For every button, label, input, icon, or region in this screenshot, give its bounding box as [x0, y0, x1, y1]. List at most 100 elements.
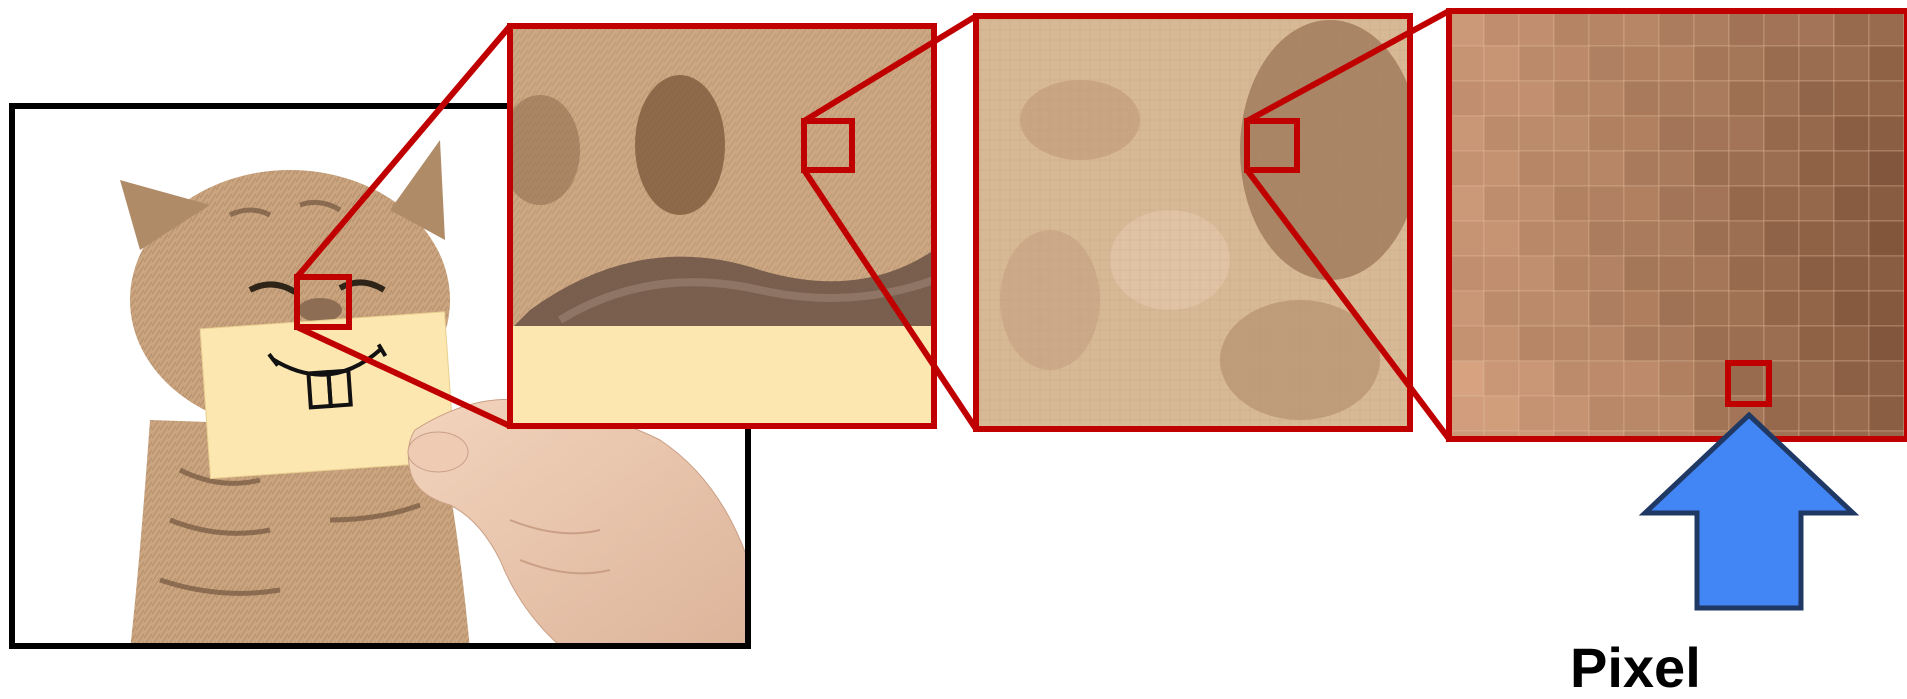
pixel-cell	[1589, 221, 1624, 256]
pixel-cell	[1624, 396, 1659, 431]
pixel-cell	[1484, 256, 1519, 291]
pixel-cell	[1484, 81, 1519, 116]
pixel-cell	[1764, 326, 1799, 361]
pixel-cell	[1554, 116, 1589, 151]
pixel-cell	[1764, 81, 1799, 116]
pixel-cell	[1869, 361, 1904, 396]
pixel-cell	[1729, 291, 1764, 326]
pixel-cell	[1554, 291, 1589, 326]
pixel-cell	[1869, 151, 1904, 186]
pixel-cell	[1554, 326, 1589, 361]
pixel-cell	[1694, 151, 1729, 186]
pixel-cell	[1659, 326, 1694, 361]
pixel-cell	[1834, 151, 1869, 186]
pixel-cell	[1589, 11, 1624, 46]
pixel-cell	[1694, 116, 1729, 151]
pixel-cell	[1519, 186, 1554, 221]
pixel-cell	[1589, 361, 1624, 396]
pixel-cell	[1834, 11, 1869, 46]
pixel-cell	[1624, 46, 1659, 81]
pixel-cell	[1694, 256, 1729, 291]
pixel-cell	[1589, 151, 1624, 186]
pixel-cell	[1799, 11, 1834, 46]
pixel-cell	[1834, 361, 1869, 396]
pixel-cell	[1449, 291, 1484, 326]
pixel-cell	[1449, 221, 1484, 256]
pixel-cell	[1694, 291, 1729, 326]
pixel-cell	[1519, 361, 1554, 396]
pixel-cell	[1869, 116, 1904, 151]
pixel-cell	[1589, 396, 1624, 431]
pixel-cell	[1554, 46, 1589, 81]
pixel-cell	[1694, 361, 1729, 396]
pixel-cell	[1484, 116, 1519, 151]
pixel-cell	[1799, 46, 1834, 81]
pixel-cell	[1834, 46, 1869, 81]
pixel-cell	[1484, 11, 1519, 46]
pixel-cell	[1554, 256, 1589, 291]
pixel-cell	[1449, 326, 1484, 361]
pixel-cell	[1834, 221, 1869, 256]
pixel-cell	[1729, 151, 1764, 186]
pixel-cell	[1589, 326, 1624, 361]
pixel-cell	[1799, 256, 1834, 291]
zoom-panel-3	[1449, 11, 1907, 466]
pixel-cell	[1729, 11, 1764, 46]
pixel-cell	[1799, 186, 1834, 221]
pixel-cell	[1449, 361, 1484, 396]
pixel-cell	[1729, 361, 1764, 396]
pixel-cell	[1659, 361, 1694, 396]
pixel-cell	[1519, 221, 1554, 256]
pixel-cell	[1834, 81, 1869, 116]
pixel-cell	[1484, 396, 1519, 431]
pixel-cell	[1519, 11, 1554, 46]
pixel-cell	[1624, 81, 1659, 116]
pixel-cell	[1799, 291, 1834, 326]
pixel-cell	[1694, 186, 1729, 221]
pixel-cell	[1694, 46, 1729, 81]
pixel-cell	[1729, 326, 1764, 361]
pixel-cell	[1659, 291, 1694, 326]
pixel-cell	[1869, 291, 1904, 326]
pixel-cell	[1519, 396, 1554, 431]
pixel-cell	[1554, 186, 1589, 221]
pixel-cell	[1799, 116, 1834, 151]
pixel-cell	[1624, 116, 1659, 151]
pixel-cell	[1589, 291, 1624, 326]
pixel-cell	[1659, 11, 1694, 46]
pixel-cell	[1799, 81, 1834, 116]
pixel-cell	[1624, 291, 1659, 326]
pixel-cell	[1869, 186, 1904, 221]
pixel-cell	[1659, 46, 1694, 81]
pixel-cell	[1589, 186, 1624, 221]
pixel-cell	[1624, 326, 1659, 361]
pixel-cell	[1659, 81, 1694, 116]
pixel-cell	[1729, 221, 1764, 256]
pixel-cell	[1554, 361, 1589, 396]
pixel-cell	[1869, 81, 1904, 116]
pixel-cell	[1834, 186, 1869, 221]
pixel-cell	[1869, 326, 1904, 361]
pixel-cell	[1694, 326, 1729, 361]
pixel-cell	[1589, 81, 1624, 116]
pixel-cell	[1764, 256, 1799, 291]
pixel-cell	[1519, 291, 1554, 326]
pixel-cell	[1659, 116, 1694, 151]
pixel-cell	[1624, 186, 1659, 221]
pixel-cell	[1694, 11, 1729, 46]
pixel-cell	[1834, 256, 1869, 291]
pixel-cell	[1484, 361, 1519, 396]
pixel-cell	[1589, 256, 1624, 291]
pixel-cell	[1869, 11, 1904, 46]
pixel-cell	[1869, 221, 1904, 256]
pixel-cell	[1834, 291, 1869, 326]
pixel-cell	[1519, 81, 1554, 116]
pixel-cell	[1624, 151, 1659, 186]
pixel-cell	[1554, 81, 1589, 116]
pixel-cell	[1449, 116, 1484, 151]
pixel-cell	[1764, 186, 1799, 221]
pixel-cell	[1449, 396, 1484, 431]
pixel-cell	[1554, 396, 1589, 431]
pixel-cell	[1659, 256, 1694, 291]
pixel-cell	[1554, 221, 1589, 256]
